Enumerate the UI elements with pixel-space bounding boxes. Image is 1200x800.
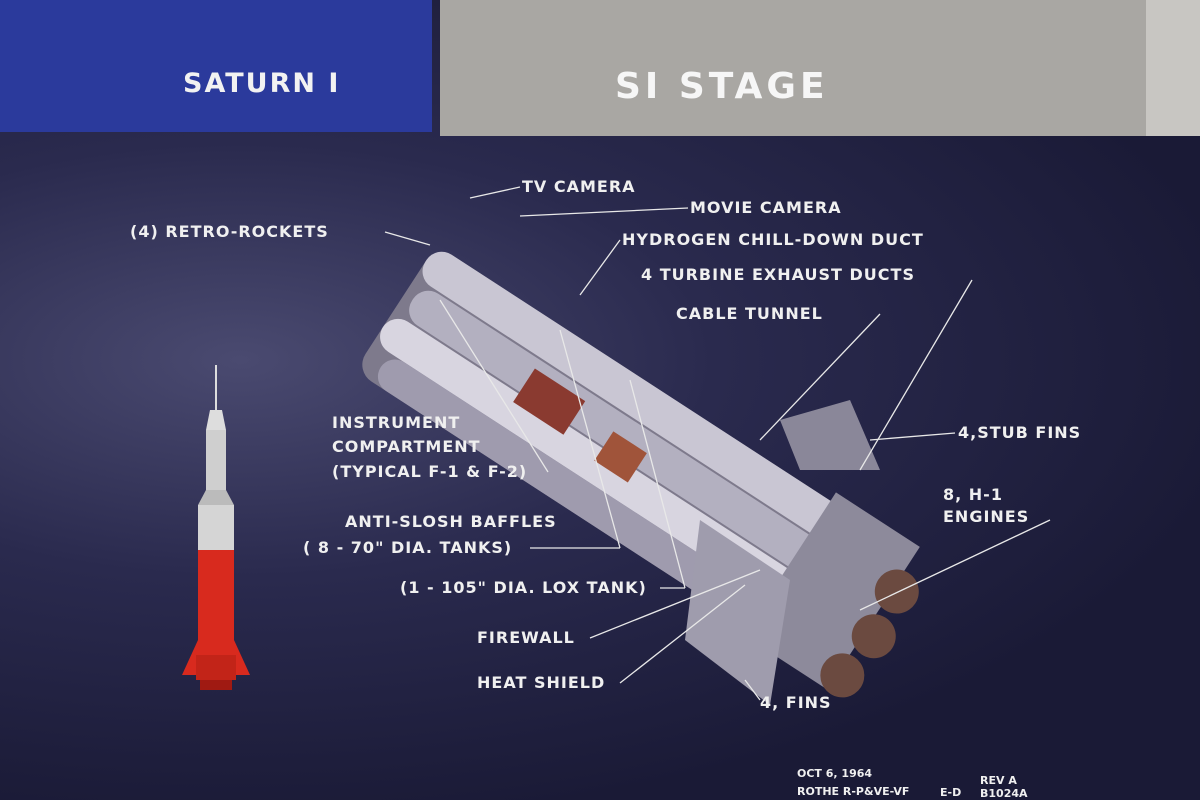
- header-left-band: [0, 0, 432, 132]
- label-fins: 4, FINS: [760, 693, 832, 712]
- stage-title: SI STAGE: [615, 66, 829, 107]
- label-lox-tank: (1 - 105" DIA. LOX TANK): [400, 578, 647, 597]
- footer-date: OCT 6, 1964: [797, 767, 873, 780]
- label-baffles: ANTI-SLOSH BAFFLES: [345, 512, 557, 531]
- label-stub-fins: 4,STUB FINS: [958, 423, 1082, 442]
- label-movie-camera: MOVIE CAMERA: [690, 198, 842, 217]
- label-heat-shield: HEAT SHIELD: [477, 673, 606, 692]
- header-edge: [1146, 0, 1200, 136]
- label-typical: (TYPICAL F-1 & F-2): [332, 462, 528, 481]
- stub-fin: [780, 400, 880, 470]
- header-right-band: [440, 0, 1146, 136]
- vehicle-title: SATURN I: [183, 68, 341, 99]
- label-turbine-ducts: 4 TURBINE EXHAUST DUCTS: [641, 265, 915, 284]
- label-retro-rockets: (4) RETRO-ROCKETS: [130, 222, 329, 241]
- footer-author: ROTHE R-P&VE-VF: [797, 785, 910, 798]
- footer-dept: E-D: [940, 786, 962, 799]
- label-tanks: ( 8 - 70" DIA. TANKS): [303, 538, 513, 557]
- label-hydrogen-duct: HYDROGEN CHILL-DOWN DUCT: [622, 230, 924, 249]
- label-engines-count: 8, H-1: [943, 485, 1003, 504]
- label-tv-camera: TV CAMERA: [522, 177, 636, 196]
- fin: [685, 520, 790, 705]
- saturn-rocket-icon: [182, 365, 250, 690]
- label-compartment: COMPARTMENT: [332, 437, 481, 456]
- label-instrument: INSTRUMENT: [332, 413, 461, 432]
- label-engines: ENGINES: [943, 507, 1030, 526]
- leader-lines: [384, 186, 1051, 701]
- label-cable-tunnel: CABLE TUNNEL: [676, 304, 823, 323]
- footer-rev: REV A: [980, 774, 1017, 787]
- footer-code: B1024A: [980, 787, 1028, 800]
- label-firewall: FIREWALL: [477, 628, 575, 647]
